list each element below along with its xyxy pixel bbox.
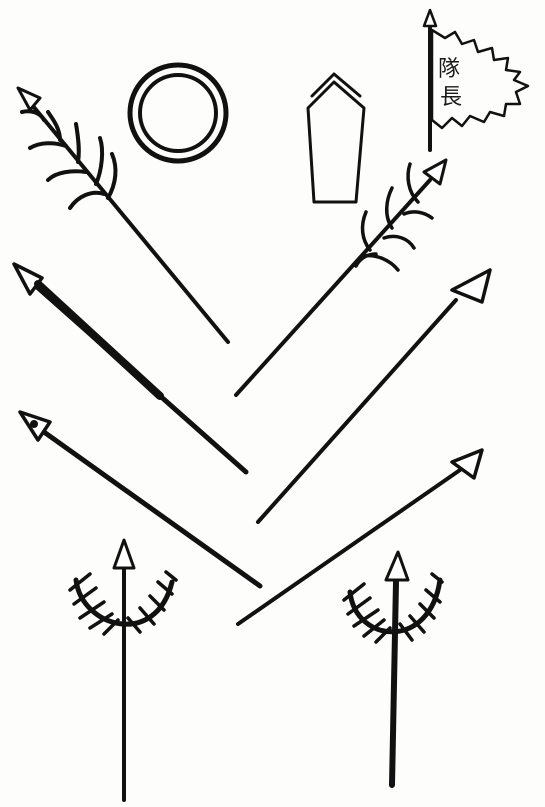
ring-emblem — [130, 65, 226, 161]
flag-text-2: 長 — [440, 85, 462, 110]
branched-spear-top-left — [18, 88, 228, 342]
long-arrow-right-upper — [258, 270, 490, 522]
long-arrow-left-lower — [20, 412, 260, 586]
crescent-halberd-right — [344, 552, 442, 785]
crescent-halberd-left — [70, 540, 176, 800]
branched-spear-right — [236, 160, 446, 395]
pentagon-tablet — [308, 74, 364, 202]
captain-flag: 隊 長 — [424, 10, 528, 150]
flag-text-1: 隊 — [438, 57, 460, 82]
long-arrow-left-upper — [14, 264, 246, 472]
long-arrow-right-lower — [238, 450, 482, 624]
